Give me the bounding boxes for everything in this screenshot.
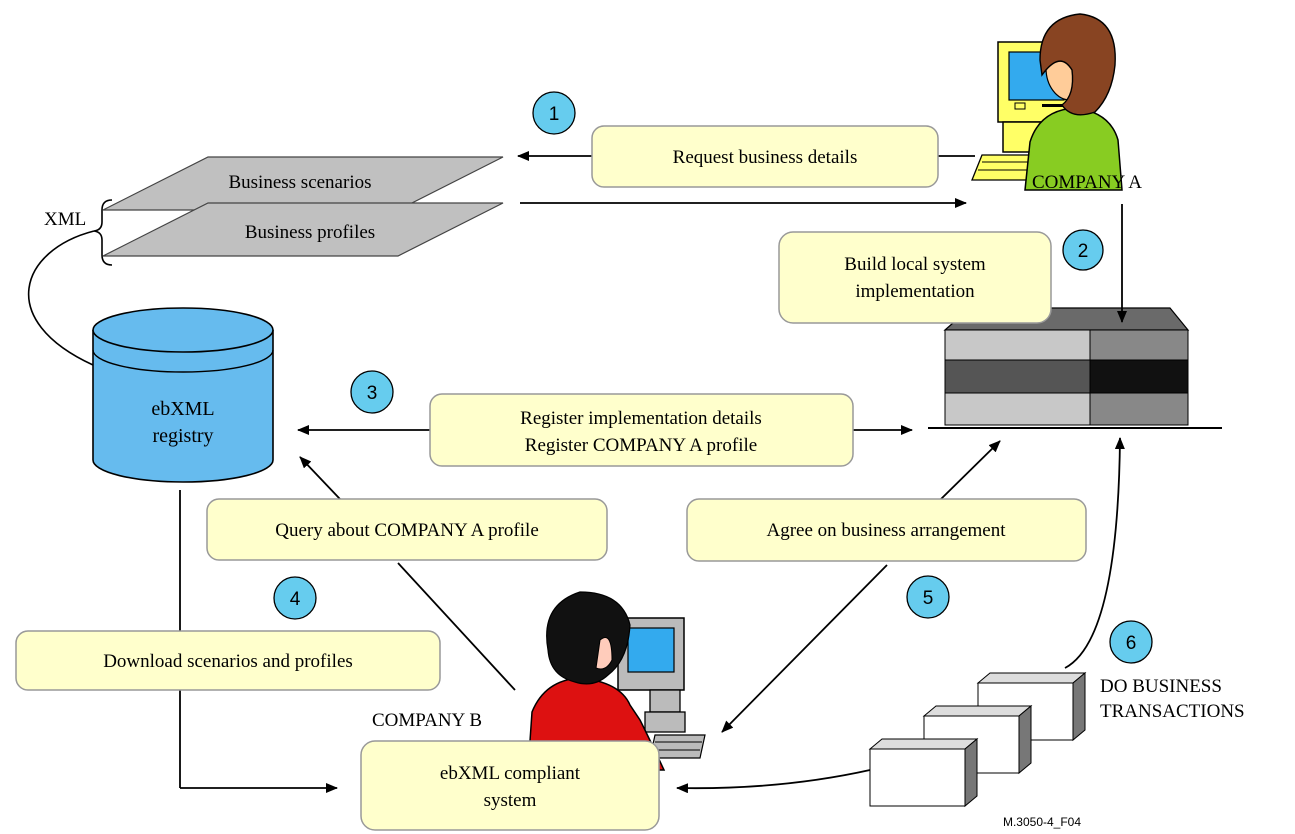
build-box: Build local system implementation <box>778 231 1052 324</box>
request-box: Request business details <box>591 125 939 188</box>
compliant-system-box: ebXML compliant system <box>360 740 660 831</box>
step-1-badge: 1 <box>532 91 576 135</box>
registry-label-line2: registry <box>152 425 213 447</box>
agree-box-text: Agree on business arrangement <box>766 520 1006 541</box>
download-box-text: Download scenarios and profiles <box>103 651 353 672</box>
arrow-transactions-to-server <box>1064 437 1125 669</box>
transaction-blocks <box>868 671 1087 808</box>
step-3-badge: 3 <box>350 370 394 414</box>
arrow-query-lower <box>397 562 516 691</box>
step-2-number: 2 <box>1078 241 1089 262</box>
arrow-agree-to-server <box>939 440 1001 501</box>
request-box-text: Request business details <box>673 147 858 168</box>
registry-label-line1: ebXML <box>151 398 214 420</box>
company-a-figure <box>971 13 1123 191</box>
register-box-text-line1: Register implementation details <box>520 408 762 429</box>
query-box: Query about COMPANY A profile <box>206 498 608 561</box>
register-box-text-line2: Register COMPANY A profile <box>525 435 757 456</box>
business-profiles-layer: Business profiles <box>102 202 504 257</box>
agree-box: Agree on business arrangement <box>686 498 1087 562</box>
build-box-text-line1: Build local system <box>844 254 986 275</box>
xml-registry-link <box>27 230 95 366</box>
transaction-block <box>868 737 979 808</box>
download-box: Download scenarios and profiles <box>15 630 441 691</box>
step-5-badge: 5 <box>906 575 950 619</box>
do-business-label-line2: TRANSACTIONS <box>1100 701 1245 722</box>
business-profiles-label: Business profiles <box>245 222 375 243</box>
compliant-box-text-line2: system <box>484 790 537 811</box>
query-box-text: Query about COMPANY A profile <box>275 520 539 541</box>
ebxml-registry: ebXML registry <box>92 307 274 483</box>
compliant-box-text-line1: ebXML compliant <box>440 763 581 784</box>
company-a-label: COMPANY A <box>1032 172 1142 193</box>
step-6-badge: 6 <box>1109 620 1153 664</box>
figure-id: M.3050-4_F04 <box>1003 815 1081 829</box>
arrow-agree-to-b <box>721 564 888 733</box>
business-scenarios-label: Business scenarios <box>228 172 371 193</box>
xml-label: XML <box>44 209 86 230</box>
business-scenarios-layer: Business scenarios <box>102 156 504 211</box>
arrow-transactions-to-b <box>676 769 871 794</box>
step-2-badge: 2 <box>1062 229 1104 271</box>
register-box: Register implementation details Register… <box>429 393 854 467</box>
step-4-number: 4 <box>290 589 301 610</box>
step-6-number: 6 <box>1126 633 1137 654</box>
step-4-badge: 4 <box>273 576 317 620</box>
do-business-label-line1: DO BUSINESS <box>1100 676 1222 697</box>
build-box-text-line2: implementation <box>855 281 975 302</box>
step-5-number: 5 <box>923 588 934 609</box>
company-b-label: COMPANY B <box>372 710 482 731</box>
company-a-server <box>928 307 1222 429</box>
step-3-number: 3 <box>367 383 378 404</box>
step-1-number: 1 <box>549 104 560 125</box>
